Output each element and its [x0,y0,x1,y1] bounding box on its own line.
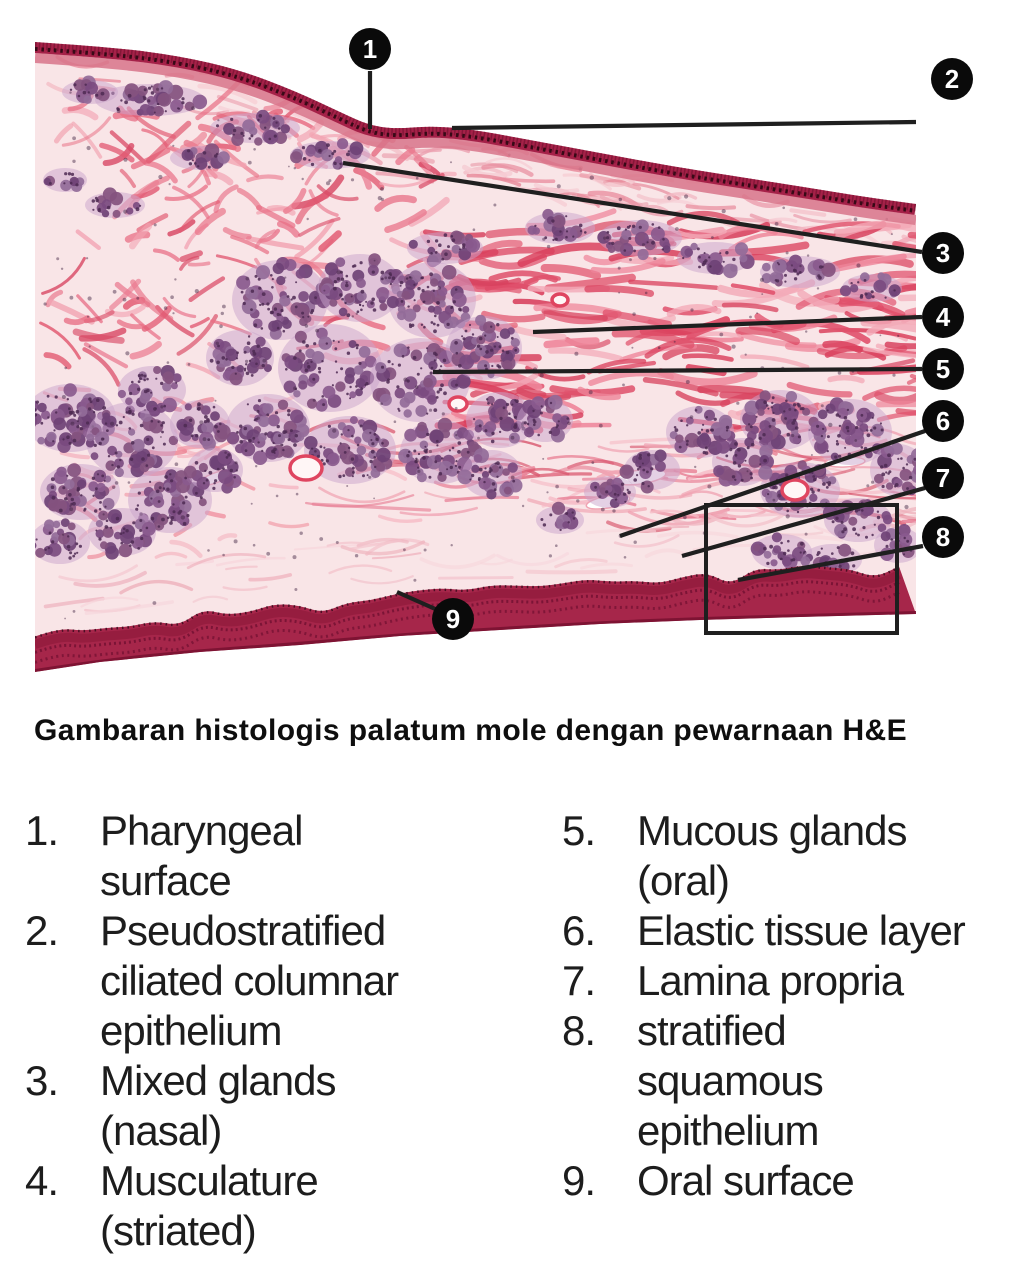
leader-line-2 [451,119,917,131]
annotation-circle-6 [922,400,964,442]
annotation-circle-3 [922,232,964,274]
leader-line-7 [681,485,926,559]
legend-item-number: 8. [562,1007,596,1054]
annotation-number-4: 4 [936,302,951,332]
legend-item-text: Elastic tissue layer [637,907,966,954]
annotation-layer: 1 2 3 4 5 6 7 8 9 [342,28,973,640]
annotation-number-9: 9 [446,604,460,634]
legend-item-text: Mixed glands(nasal) [100,1057,336,1154]
annotation-circle-7 [922,457,964,499]
legend-item-number: 6. [562,907,596,954]
leader-line-8 [737,543,924,583]
tissue-section [35,42,916,672]
annotation-number-6: 6 [936,406,950,436]
annotation-number-5: 5 [936,354,950,384]
legend-item-4: 4. Musculature(striated) [25,1156,545,1256]
legend-item-3: 3. Mixed glands(nasal) [25,1056,545,1156]
leader-line-4 [532,314,923,335]
inset-box [704,503,899,635]
annotation-number-8: 8 [936,522,950,552]
annotation-circle-1 [349,28,391,70]
annotation-number-7: 7 [936,463,950,493]
legend-item-6: 6. Elastic tissue layer [562,906,1012,956]
legend-item-text: Lamina propria [637,957,904,1004]
legend-item-9: 9. Oral surface [562,1156,1012,1206]
annotation-number-1: 1 [363,34,377,64]
legend-column-right: 5. Mucous glands(oral) 6. Elastic tissue la… [562,806,1012,1206]
annotation-circle-5 [922,348,964,390]
legend-item-text: Oral surface [637,1157,855,1204]
legend-item-7: 7. Lamina propria [562,956,1012,1006]
legend-item-number: 4. [25,1157,59,1204]
figure-caption: Gambaran histologis palatum mole dengan … [34,714,908,747]
annotation-circle-4 [922,296,964,338]
leader-line-9 [396,590,443,614]
legend-item-number: 7. [562,957,596,1004]
leader-line-6 [619,429,926,538]
leader-line-3 [342,160,923,255]
legend-item-number: 3. [25,1057,59,1104]
legend-item-number: 2. [25,907,59,954]
legend-item-number: 9. [562,1157,596,1204]
legend-item-number: 5. [562,807,596,854]
legend-item-text: Mucous glands(oral) [637,807,907,904]
annotation-circle-2 [931,58,973,100]
legend-item-text: Musculature(striated) [100,1157,319,1254]
histology-micrograph: 1 2 3 4 5 6 7 8 9 [35,28,973,672]
legend-item-5: 5. Mucous glands(oral) [562,806,1012,906]
annotation-circle-8 [922,516,964,558]
annotation-number-2: 2 [945,64,959,94]
leader-line-5 [432,366,923,375]
legend-item-number: 1. [25,807,59,854]
annotation-circle-9 [432,598,474,640]
histology-figure: 1 2 3 4 5 6 7 8 9 [35,28,973,672]
annotation-number-3: 3 [936,238,950,268]
